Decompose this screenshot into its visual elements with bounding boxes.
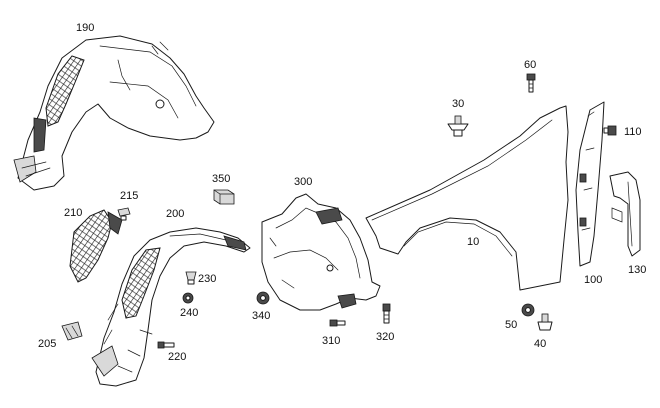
callout-230: 230 (198, 273, 216, 285)
bolt-40 (537, 313, 553, 331)
callout-210: 210 (64, 207, 82, 219)
fender-10 (365, 105, 569, 291)
liner-300 (261, 193, 381, 311)
callout-labels: 190 60 30 110 350 300 215 210 200 230 24… (38, 22, 646, 363)
block-350 (213, 189, 235, 205)
callout-50: 50 (505, 319, 517, 331)
callout-130: 130 (628, 264, 646, 276)
bolt-320 (382, 303, 391, 324)
bolt-60 (526, 73, 536, 93)
bolt-310 (329, 319, 346, 327)
screw-220 (157, 341, 175, 349)
callout-40: 40 (534, 338, 546, 350)
grille-panel-210 (69, 209, 123, 283)
callout-310: 310 (322, 335, 340, 347)
trim-panel-100 (575, 101, 605, 267)
callout-215: 215 (120, 190, 138, 202)
callout-190: 190 (76, 22, 94, 34)
clip-30 (447, 115, 469, 137)
nut-50 (521, 303, 535, 317)
callout-220: 220 (168, 351, 186, 363)
clip-230 (185, 271, 197, 285)
callout-350: 350 (212, 173, 230, 185)
clip-215 (117, 207, 131, 221)
callout-340: 340 (252, 310, 270, 322)
nut-340 (256, 291, 270, 305)
callout-110: 110 (624, 126, 642, 138)
clip-205 (61, 321, 83, 341)
callout-200: 200 (166, 208, 184, 220)
bracket-130 (609, 171, 641, 257)
callout-240: 240 (180, 307, 198, 319)
screw-110 (603, 125, 617, 136)
callout-30: 30 (452, 98, 464, 110)
callout-320: 320 (376, 331, 394, 343)
callout-300: 300 (294, 176, 312, 188)
wheel-arch-liner-190 (13, 35, 215, 191)
nut-240 (182, 292, 194, 304)
callout-205: 205 (38, 338, 56, 350)
callout-60: 60 (524, 59, 536, 71)
callout-100: 100 (584, 274, 602, 286)
wheel-arch-liner-200 (91, 227, 251, 387)
callout-10: 10 (467, 236, 479, 248)
